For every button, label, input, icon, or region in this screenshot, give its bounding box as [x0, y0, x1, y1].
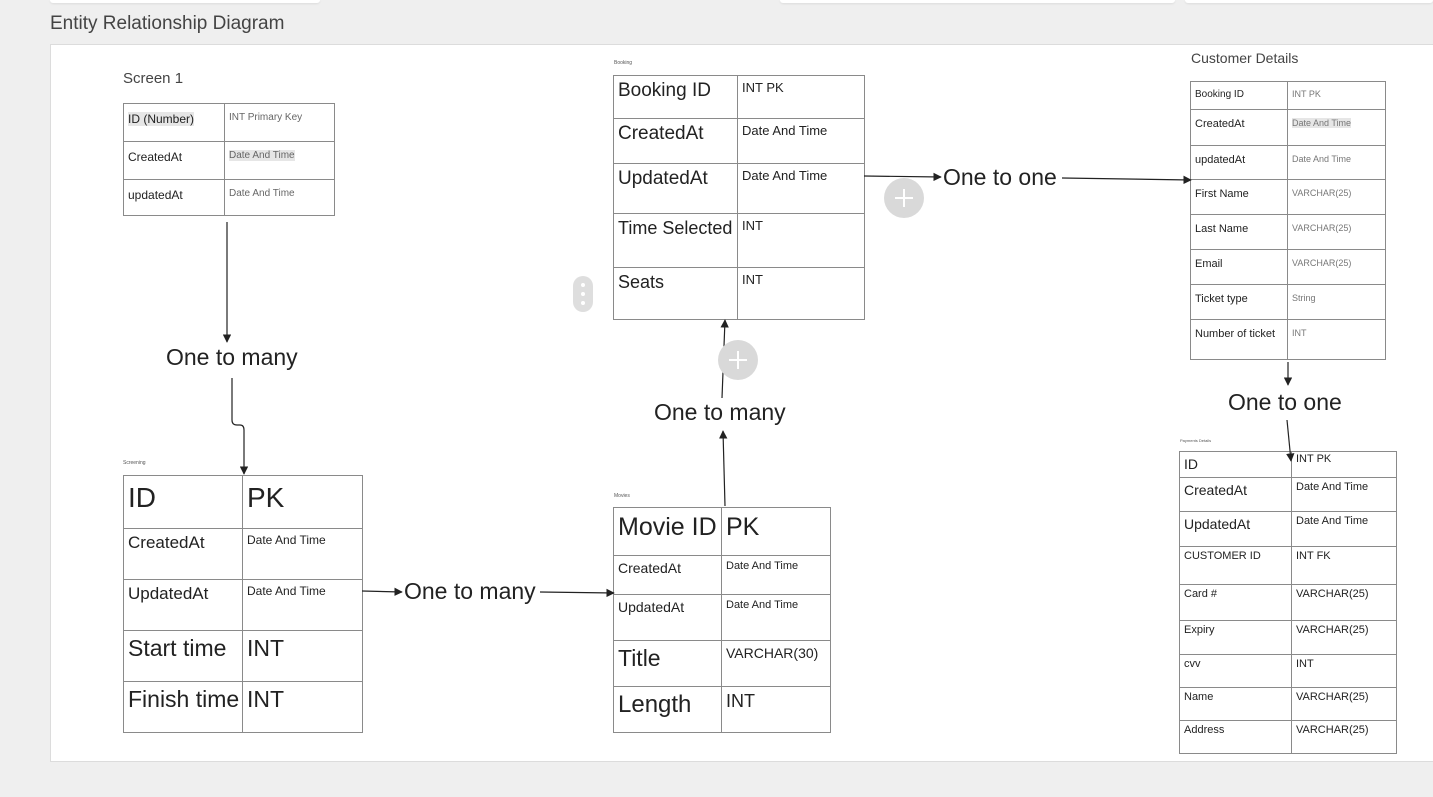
field-type: VARCHAR(25)	[1291, 720, 1397, 754]
field-type: Date And Time	[737, 118, 865, 164]
field-name: CreatedAt	[613, 555, 722, 595]
field-name: Start time	[123, 630, 243, 682]
field-type: String	[1287, 284, 1386, 320]
field-name: Email	[1190, 249, 1288, 285]
field-type: Date And Time	[1291, 477, 1397, 512]
field-type: INT	[242, 630, 363, 682]
field-name: Last Name	[1190, 214, 1288, 250]
screen-title: Screen 1	[123, 70, 184, 87]
movies-table[interactable]: Movie ID PK CreatedAt Date And Time Upda…	[613, 507, 831, 733]
screening-table[interactable]: ID PK CreatedAt Date And Time UpdatedAt …	[123, 475, 363, 733]
field-name: Card #	[1179, 584, 1292, 621]
field-type: VARCHAR(25)	[1287, 214, 1386, 250]
screen-table[interactable]: ID (Number) INT Primary Key CreatedAt Da…	[123, 103, 335, 216]
field-name: Number of ticket	[1190, 319, 1288, 360]
field-name: ID	[123, 475, 243, 529]
field-name: CreatedAt	[613, 118, 738, 164]
field-name: ID	[1179, 451, 1292, 478]
field-type: VARCHAR(25)	[1287, 249, 1386, 285]
field-type: Date And Time	[1287, 145, 1386, 180]
field-type: INT Primary Key	[224, 103, 335, 142]
field-type: Date And Time	[1291, 511, 1397, 547]
relation-label[interactable]: One to many	[654, 399, 786, 425]
field-name: Finish time	[123, 681, 243, 733]
field-type: Date And Time	[224, 141, 335, 180]
field-name: cvv	[1179, 654, 1292, 688]
screening-title: Screening	[123, 460, 146, 466]
field-name: ID (Number)	[123, 103, 225, 142]
field-type: INT	[737, 213, 865, 268]
field-type: Date And Time	[721, 555, 831, 595]
payments-title: Payments Details	[1180, 438, 1212, 443]
booking-table[interactable]: Booking ID INT PK CreatedAt Date And Tim…	[613, 75, 865, 320]
movies-title: Movies	[614, 493, 630, 499]
relation-label[interactable]: One to one	[943, 164, 1057, 190]
field-name: Ticket type	[1190, 284, 1288, 320]
field-name: CUSTOMER ID	[1179, 546, 1292, 585]
field-type: INT	[721, 686, 831, 733]
field-name: Time Selected	[613, 213, 738, 268]
booking-title: Booking	[614, 60, 633, 66]
toolbar-fragment	[780, 0, 1175, 3]
field-type: INT PK	[1291, 451, 1397, 478]
field-name: updatedAt	[123, 179, 225, 216]
plus-icon[interactable]	[718, 340, 758, 380]
field-name: Movie ID	[613, 507, 722, 556]
field-name: Title	[613, 640, 722, 687]
field-name: CreatedAt	[1179, 477, 1292, 512]
toolbar-fragment	[50, 0, 320, 3]
field-type: INT	[1287, 319, 1386, 360]
field-type: INT FK	[1291, 546, 1397, 585]
field-type: VARCHAR(30)	[721, 640, 831, 687]
field-type: Date And Time	[224, 179, 335, 216]
field-type: Date And Time	[242, 579, 363, 631]
field-name: CreatedAt	[1190, 109, 1288, 146]
field-type: INT	[1291, 654, 1397, 688]
field-type: Date And Time	[1287, 109, 1386, 146]
field-name: CreatedAt	[123, 528, 243, 580]
field-name: updatedAt	[1190, 145, 1288, 180]
field-type: INT	[242, 681, 363, 733]
field-type: VARCHAR(25)	[1291, 584, 1397, 621]
field-name: Name	[1179, 687, 1292, 721]
field-type: PK	[242, 475, 363, 529]
field-name: Booking ID	[613, 75, 738, 119]
field-type: INT PK	[737, 75, 865, 119]
customer-title: Customer Details	[1191, 50, 1299, 66]
relation-label[interactable]: One to many	[166, 344, 298, 370]
vertical-dots-icon[interactable]	[573, 276, 593, 312]
plus-icon[interactable]	[884, 178, 924, 218]
field-type: PK	[721, 507, 831, 556]
field-type: VARCHAR(25)	[1291, 620, 1397, 655]
field-name: Address	[1179, 720, 1292, 754]
field-name: Expiry	[1179, 620, 1292, 655]
field-type: Date And Time	[721, 594, 831, 641]
field-type: INT PK	[1287, 81, 1386, 110]
field-name: First Name	[1190, 179, 1288, 215]
field-type: VARCHAR(25)	[1291, 687, 1397, 721]
field-name: UpdatedAt	[613, 594, 722, 641]
relation-label[interactable]: One to one	[1228, 389, 1342, 415]
field-name: UpdatedAt	[1179, 511, 1292, 547]
field-name: Seats	[613, 267, 738, 320]
field-name: UpdatedAt	[123, 579, 243, 631]
field-type: Date And Time	[242, 528, 363, 580]
field-name: Booking ID	[1190, 81, 1288, 110]
field-name: CreatedAt	[123, 141, 225, 180]
relation-label[interactable]: One to many	[404, 578, 536, 604]
field-type: INT	[737, 267, 865, 320]
field-type: VARCHAR(25)	[1287, 179, 1386, 215]
field-name: Length	[613, 686, 722, 733]
field-name: UpdatedAt	[613, 163, 738, 214]
toolbar-fragment	[1185, 0, 1433, 3]
page-title: Entity Relationship Diagram	[50, 13, 285, 34]
field-type: Date And Time	[737, 163, 865, 214]
